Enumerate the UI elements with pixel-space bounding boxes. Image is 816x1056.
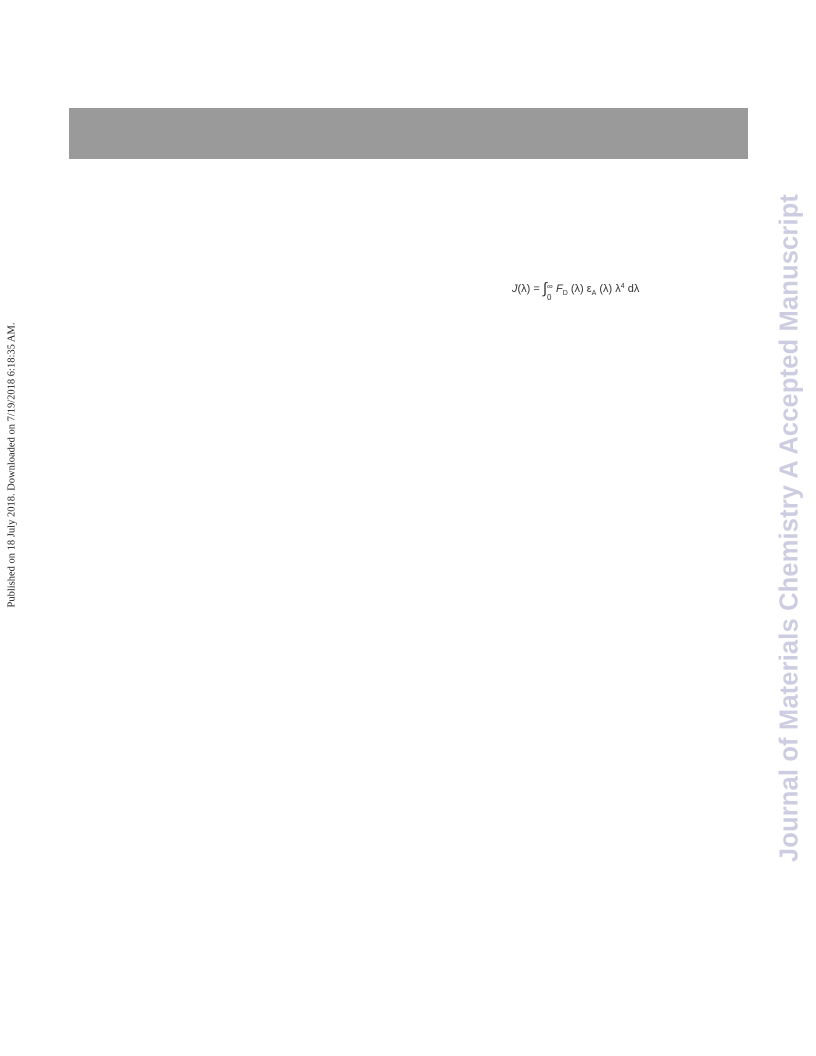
wavelength-power: 4	[620, 283, 625, 290]
donor-subscript: D	[562, 290, 568, 297]
integral-upper-limit: ∞	[546, 282, 553, 292]
acceptor-extinction-term: ε	[586, 283, 592, 295]
integral-sign: ∫	[542, 280, 547, 297]
integral-limits: ∞0	[546, 279, 556, 302]
acceptor-subscript: A	[591, 290, 597, 297]
journal-watermark: Journal of Materials Chemistry A Accepte…	[775, 193, 804, 863]
equation-lhs: J	[512, 283, 518, 295]
equation-differential: dλ	[624, 283, 640, 295]
donor-emission-term: F	[555, 283, 563, 295]
donor-argument: (λ)	[567, 283, 587, 295]
acceptor-argument: (λ) λ	[596, 283, 621, 295]
integral-lower-limit: 0	[546, 293, 552, 303]
header-bar	[69, 108, 748, 159]
equation-lhs-argument: (λ) =	[517, 283, 543, 295]
publication-note: Published on 18 July 2018. Downloaded on…	[6, 322, 18, 608]
